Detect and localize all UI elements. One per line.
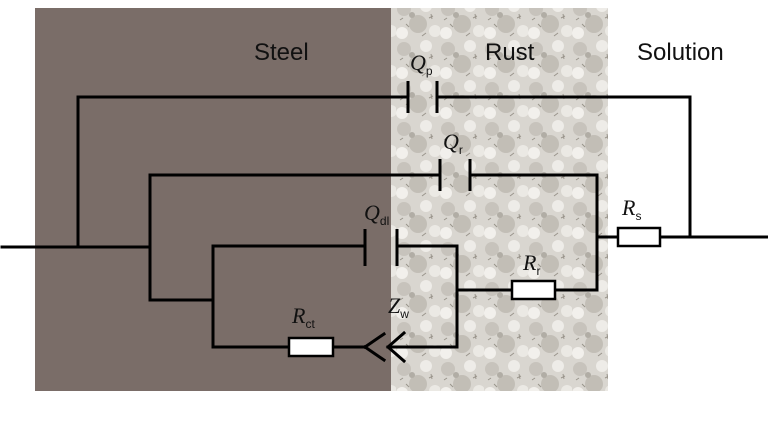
zw-label: Zw [388,293,409,321]
rs-label: Rs [621,195,641,223]
rct-resistor [287,336,335,358]
rs-resistor [616,226,662,248]
qdl-capacitor [363,229,399,266]
circuit-wires [0,95,768,364]
solution-label: Solution [637,39,724,66]
qr-label: Qr [443,129,463,157]
qdl-label: Qdl [364,200,389,228]
rust-region [391,8,608,391]
rct-label: Rct [291,303,315,331]
steel-label: Steel [254,39,309,66]
rr-resistor [510,279,557,301]
qp-label: Qp [410,50,433,78]
rr-label: Rr [522,250,540,278]
qp-capacitor [406,81,439,113]
rust-label: Rust [485,39,535,66]
qr-capacitor [438,159,472,191]
